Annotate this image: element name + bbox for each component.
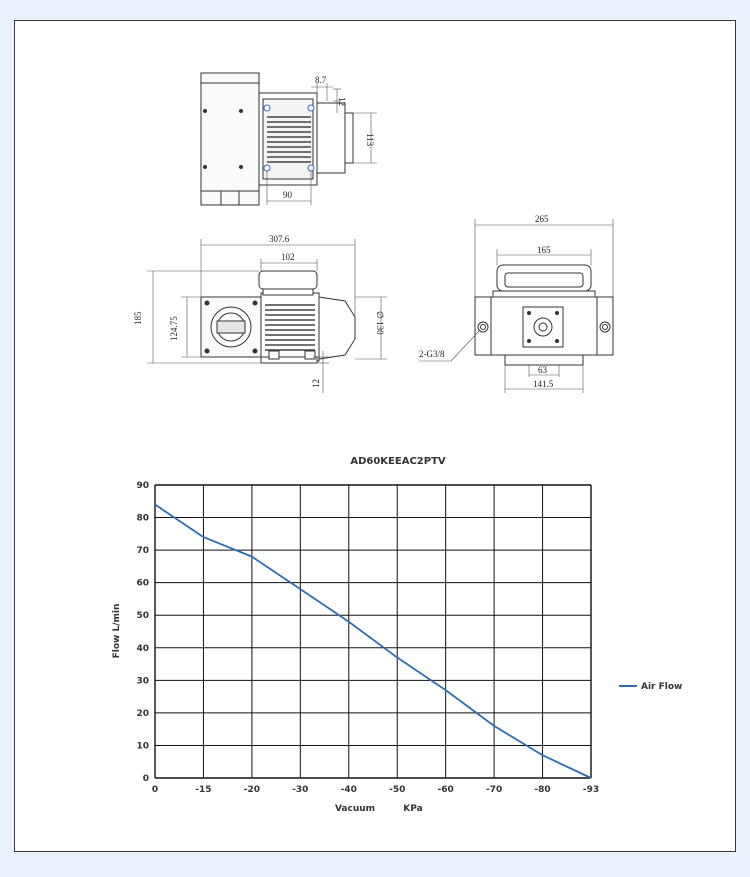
dim-265: 265 [535, 214, 549, 224]
y-tick-label: 30 [136, 676, 149, 686]
side-view [147, 239, 387, 393]
x-tick-label: -80 [534, 785, 550, 795]
dim-130: ∅ 130 [375, 311, 385, 335]
dim-165: 165 [537, 245, 551, 255]
dim-141-5: 141.5 [533, 379, 554, 389]
y-tick-label: 40 [136, 644, 149, 654]
y-tick-label: 60 [136, 579, 149, 589]
top-view-housing [200, 72, 260, 206]
x-tick-label: -70 [486, 785, 502, 795]
x-axis-label: Vacuum [335, 804, 375, 814]
dim-8-7: 8.7 [315, 75, 327, 85]
dim-113: 113 [365, 133, 375, 147]
x-tick-label: 0 [152, 785, 158, 795]
x-tick-label: -60 [438, 785, 454, 795]
y-axis-label: Flow L/min [112, 604, 122, 659]
port-label: 2-G3/8 [419, 349, 445, 359]
chart-x-ticks: 0 -15 -20 -30 -40 -50 -60 -70 -80 -93 [152, 785, 599, 795]
y-tick-label: 90 [136, 481, 149, 491]
y-tick-label: 0 [143, 774, 149, 784]
dim-124-75: 124.75 [169, 316, 179, 341]
legend-label-air-flow: Air Flow [641, 682, 682, 692]
x-tick-label: -20 [244, 785, 260, 795]
dim-12-top: 12 [337, 97, 347, 106]
chart-y-ticks: 0 10 20 30 40 50 60 70 80 90 [136, 481, 149, 784]
dim-102: 102 [281, 252, 295, 262]
chart-title: AD60KEEAC2PTV [350, 456, 446, 467]
end-view [419, 219, 614, 393]
dim-307-6: 307.6 [269, 234, 290, 244]
y-tick-label: 80 [136, 514, 149, 524]
dim-185: 185 [133, 311, 143, 325]
x-axis-unit: KPa [403, 804, 422, 814]
y-tick-label: 70 [136, 546, 149, 556]
y-tick-label: 20 [136, 709, 149, 719]
x-tick-label: -50 [389, 785, 405, 795]
top-view [200, 72, 377, 206]
chart-series [154, 503, 592, 779]
x-tick-label: -40 [341, 785, 357, 795]
drawing-sheet: 8.7 12 113 90 [14, 20, 736, 852]
chart-grid [154, 484, 592, 779]
chart-legend: Air Flow [619, 682, 682, 692]
x-tick-label: -15 [195, 785, 211, 795]
y-tick-label: 50 [136, 611, 149, 621]
x-tick-label: -30 [292, 785, 308, 795]
dim-63: 63 [538, 365, 548, 375]
y-tick-label: 10 [136, 741, 149, 751]
series-line-air-flow [154, 503, 592, 779]
dim-90: 90 [283, 190, 293, 200]
side-view-terminal-box [258, 270, 318, 290]
dim-12-side: 12 [311, 379, 321, 388]
technical-drawing: 8.7 12 113 90 [112, 72, 682, 814]
x-tick-label: -93 [583, 785, 599, 795]
